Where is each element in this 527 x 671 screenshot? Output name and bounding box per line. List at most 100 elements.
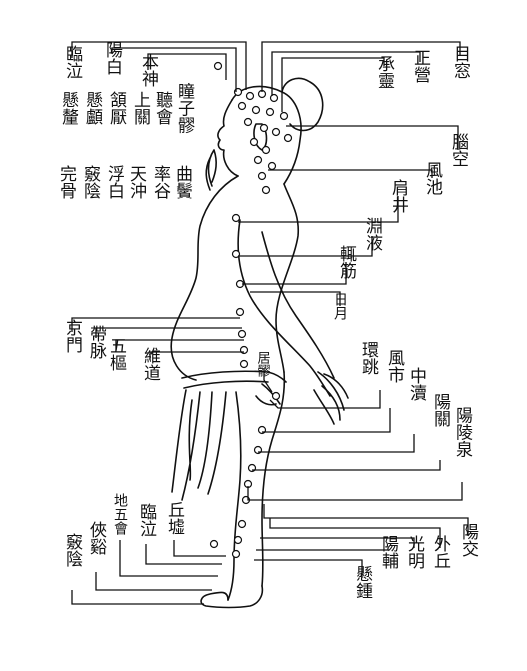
leader-weidao xyxy=(149,351,244,360)
leader-waiqiu xyxy=(269,518,441,548)
label-xiaxi: 俠谿 xyxy=(86,521,107,555)
leader-juliao xyxy=(263,368,273,393)
label-xuanlu: 懸顱 xyxy=(82,91,103,125)
leader-yanglingquan xyxy=(247,482,463,501)
point-ankle xyxy=(209,539,219,549)
label-xuanzhong: 懸鍾 xyxy=(352,565,373,599)
point-neck xyxy=(261,185,271,195)
leader-yangfu xyxy=(256,548,389,551)
label-jianjing: 肩井 xyxy=(388,179,409,213)
leader-fengchi xyxy=(268,169,433,178)
label-daimai: 帶脉 xyxy=(86,325,107,359)
leader-yuanye xyxy=(238,236,373,257)
point-head-17 xyxy=(257,171,267,181)
label-yuanye: 淵液 xyxy=(362,217,383,251)
label-qiaoyin: 竅陰 xyxy=(80,165,101,199)
label-zhengying: 正營 xyxy=(410,49,431,83)
leader-zuqiaoyin xyxy=(71,590,204,605)
label-diwuhui: 地五會 xyxy=(112,493,128,535)
label-chengling: 承靈 xyxy=(374,55,395,89)
labels: 臨泣 陽白 本神 懸釐 懸顱 頷厭 上關 聽會 瞳子髎 完骨 竅陰 浮白 天沖 … xyxy=(56,41,479,599)
leader-qiuxu xyxy=(173,540,226,557)
point-head-15 xyxy=(253,155,263,165)
point-head-6 xyxy=(251,105,261,115)
label-tongziliao: 瞳子髎 xyxy=(174,82,195,134)
leader-jingmen xyxy=(71,317,240,332)
back-outline xyxy=(275,183,300,373)
point-head-7 xyxy=(265,107,275,117)
label-wangu: 完骨 xyxy=(56,165,77,199)
label-yangguan: 陽關 xyxy=(430,393,450,427)
leader-yangjiao xyxy=(263,504,469,536)
point-shin-2 xyxy=(237,519,247,529)
label-benshen: 本神 xyxy=(138,53,159,87)
label-yangbai: 陽白 xyxy=(102,41,122,75)
point-axilla xyxy=(231,249,241,259)
label-shangguan: 上關 xyxy=(130,91,151,125)
leader-zhongdu xyxy=(258,434,415,453)
label-guangming: 光明 xyxy=(404,535,425,570)
leader-daimai xyxy=(95,327,242,338)
point-head-10 xyxy=(259,123,269,133)
point-head-5 xyxy=(237,101,247,111)
leader-naokong xyxy=(286,125,459,150)
point-shoulder xyxy=(231,213,241,223)
point-head-14 xyxy=(261,145,271,155)
point-head-13 xyxy=(249,137,259,147)
foot xyxy=(200,585,264,609)
belt xyxy=(181,370,287,389)
point-shin-4 xyxy=(231,549,241,559)
label-waiqiu: 外丘 xyxy=(430,535,451,569)
label-riyue: 日月 xyxy=(332,292,348,321)
head-outline xyxy=(231,85,302,185)
leader-wushu xyxy=(115,339,244,350)
label-shuaigu: 率谷 xyxy=(150,165,171,199)
label-zhongdu: 中瀆 xyxy=(406,367,427,401)
point-head-8 xyxy=(279,111,289,121)
arm xyxy=(237,219,335,397)
leader-yangbai xyxy=(111,47,237,92)
label-huantiao: 環跳 xyxy=(358,341,379,375)
hand xyxy=(313,371,349,425)
point-head-16 xyxy=(267,161,277,171)
leader-xuanzhong xyxy=(254,559,363,578)
point-head-11 xyxy=(271,127,281,137)
point-head-4 xyxy=(269,93,279,103)
point-head-9 xyxy=(243,117,253,127)
leader-zhengying xyxy=(271,51,421,96)
leader-huantiao xyxy=(269,390,381,409)
leader-lines xyxy=(71,41,469,605)
label-toulinqi: 臨泣 xyxy=(62,45,83,79)
leader-benshen xyxy=(147,53,227,80)
leader-zulinqi xyxy=(145,544,222,565)
point-head-12 xyxy=(283,133,293,143)
leader-toulinqi xyxy=(71,41,247,90)
point-rib-2 xyxy=(235,307,245,317)
beard xyxy=(205,149,217,191)
face-outline xyxy=(217,99,239,177)
label-yangjiao: 陽交 xyxy=(458,523,479,557)
label-jingmen: 京門 xyxy=(62,319,83,354)
label-hanyan: 頷厭 xyxy=(106,91,127,125)
front-outline xyxy=(170,175,239,381)
leader-xiaxi xyxy=(95,572,212,591)
label-xuanli: 懸釐 xyxy=(58,91,79,125)
label-qubin: 曲鬢 xyxy=(172,165,193,199)
point-top-small xyxy=(213,61,223,71)
label-fengchi: 風池 xyxy=(422,161,443,195)
leader-fengshi xyxy=(262,408,391,433)
leader-guangming xyxy=(260,537,415,548)
label-weidao: 維道 xyxy=(140,347,161,381)
label-fengshi: 風市 xyxy=(384,349,405,383)
label-zhejin: 輒筋 xyxy=(336,245,357,280)
point-waist-1 xyxy=(237,329,247,339)
label-zulinqi: 臨泣 xyxy=(136,503,157,537)
leader-zhejin xyxy=(242,262,347,285)
point-head-2 xyxy=(245,91,255,101)
acupoints xyxy=(209,61,293,559)
label-naokong: 腦空 xyxy=(448,133,469,167)
leader-yangguan xyxy=(252,460,441,471)
leader-chengling xyxy=(281,57,385,112)
